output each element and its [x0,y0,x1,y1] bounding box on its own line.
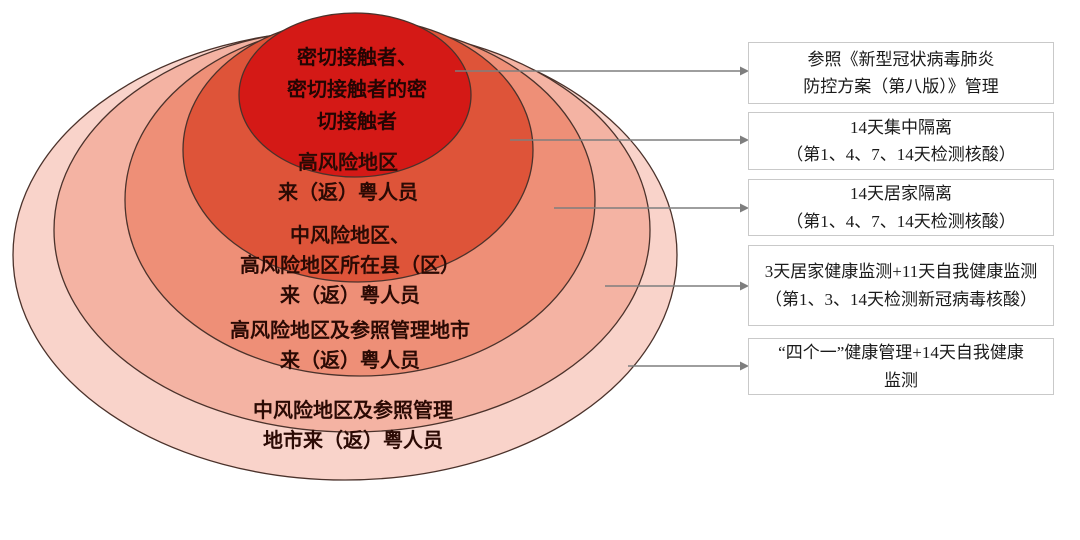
arrowhead-1 [740,66,749,76]
arrowhead-3 [740,203,749,213]
measure-box-1: 参照《新型冠状病毒肺炎 防控方案（第八版）》管理 [748,42,1054,104]
measure-box-4: 3天居家健康监测+11天自我健康监测 （第1、3、14天检测新冠病毒核酸） [748,245,1054,326]
measure-box-2: 14天集中隔离 （第1、4、7、14天检测核酸） [748,112,1054,170]
ring-1-ellipse [238,12,472,178]
arrowhead-2 [740,135,749,145]
measure-box-5: “四个一”健康管理+14天自我健康 监测 [748,338,1054,395]
arrowhead-5 [740,361,749,371]
measure-box-3: 14天居家隔离 （第1、4、7、14天检测核酸） [748,179,1054,236]
arrowhead-4 [740,281,749,291]
